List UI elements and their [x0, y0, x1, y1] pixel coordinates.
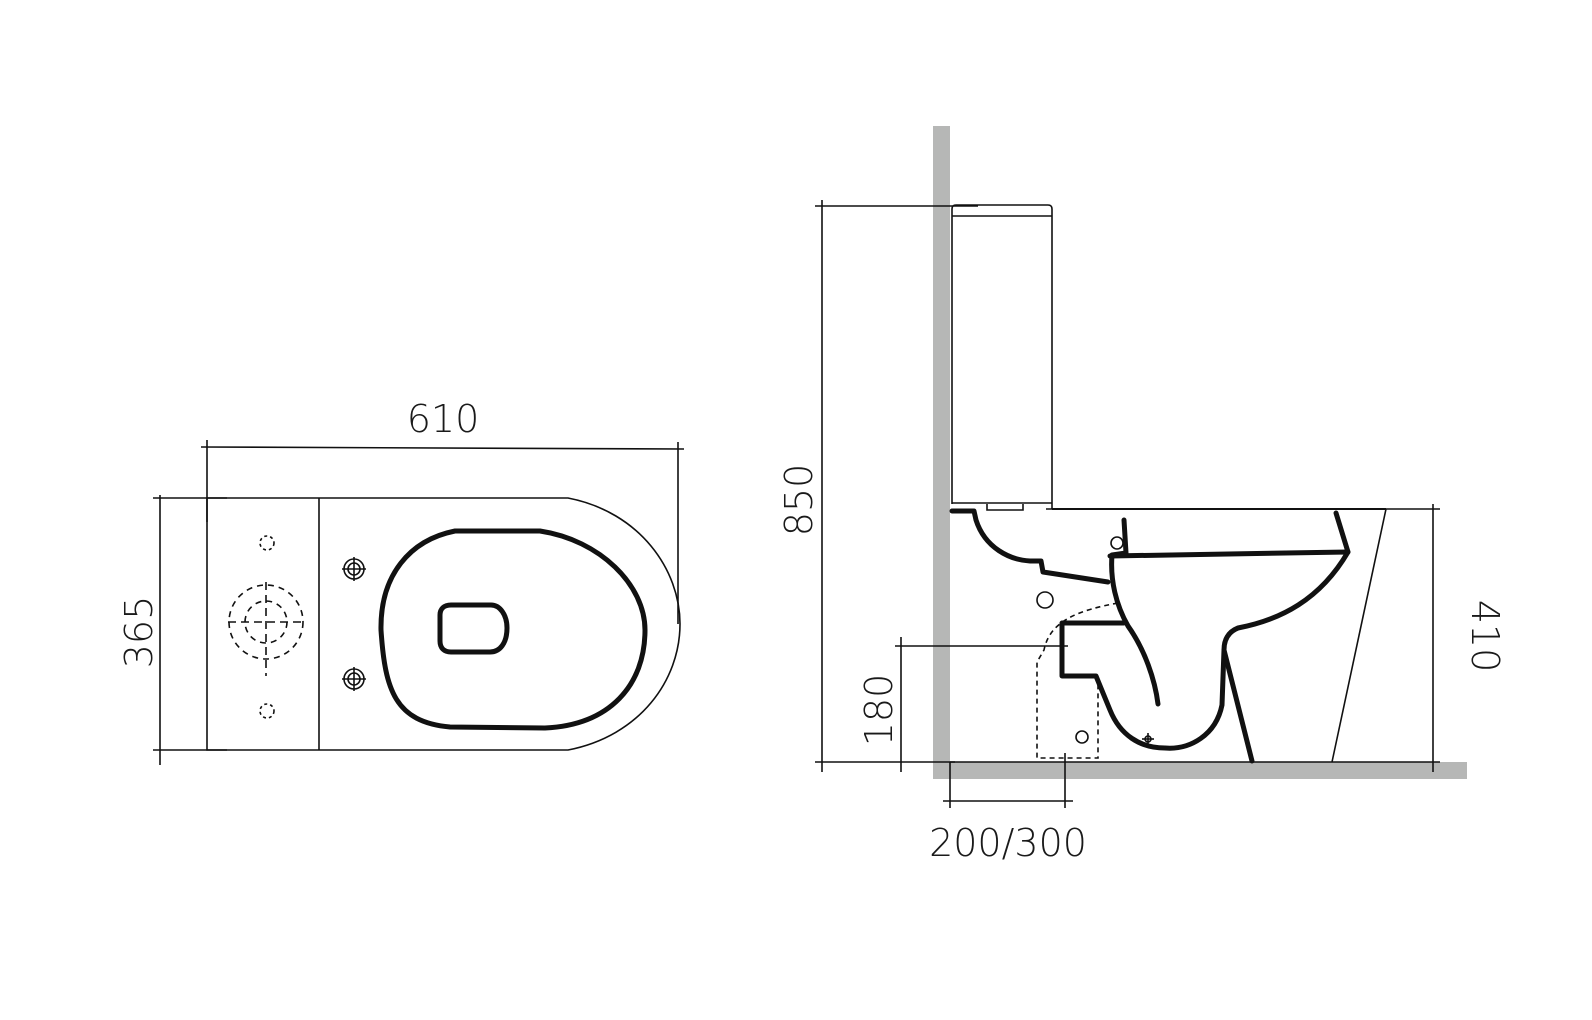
dim-label-length: 610: [407, 397, 480, 441]
seat-rear: [1333, 510, 1351, 555]
bowl-opening: [437, 602, 510, 655]
hinge-bolt-icon: [342, 557, 366, 581]
pedestal-front: [1221, 647, 1255, 764]
toilet-outline-top: [206, 497, 681, 751]
cistern-outline: [951, 204, 1053, 509]
pan-shroud-line: [1331, 508, 1387, 763]
top-view: 610 365: [117, 397, 685, 765]
seat-outline: [378, 528, 648, 731]
side-view: 850 180 200/300 410: [777, 126, 1507, 865]
fixing-hole-icon: [1110, 536, 1124, 550]
dim-label-total-height: 850: [777, 464, 821, 537]
hinge-bolt-icon: [342, 667, 366, 691]
dim-label-outlet-height: 180: [857, 674, 901, 747]
bowl-front-inner: [1109, 517, 1161, 707]
wall: [933, 126, 950, 779]
bowl-outline: [1059, 549, 1351, 751]
fixing-hole-icon: [1075, 730, 1089, 744]
outlet-crosshair-icon: [228, 582, 306, 676]
dim-line-610: [200, 446, 685, 450]
dim-label-width: 365: [117, 596, 161, 669]
dim-label-wall-distance: 200/300: [929, 821, 1087, 865]
dim-label-pan-height: 410: [1463, 600, 1507, 673]
trapway-top: [949, 508, 1111, 585]
fixing-hole-icon: [1036, 591, 1054, 609]
fixing-hole-icon: [259, 703, 275, 719]
floor-outlet-dashed: [1036, 602, 1119, 759]
fixing-hole-icon: [259, 535, 275, 551]
floor: [933, 762, 1467, 779]
fixing-point-icon: [1142, 733, 1154, 745]
flush-valve: [986, 504, 1024, 511]
